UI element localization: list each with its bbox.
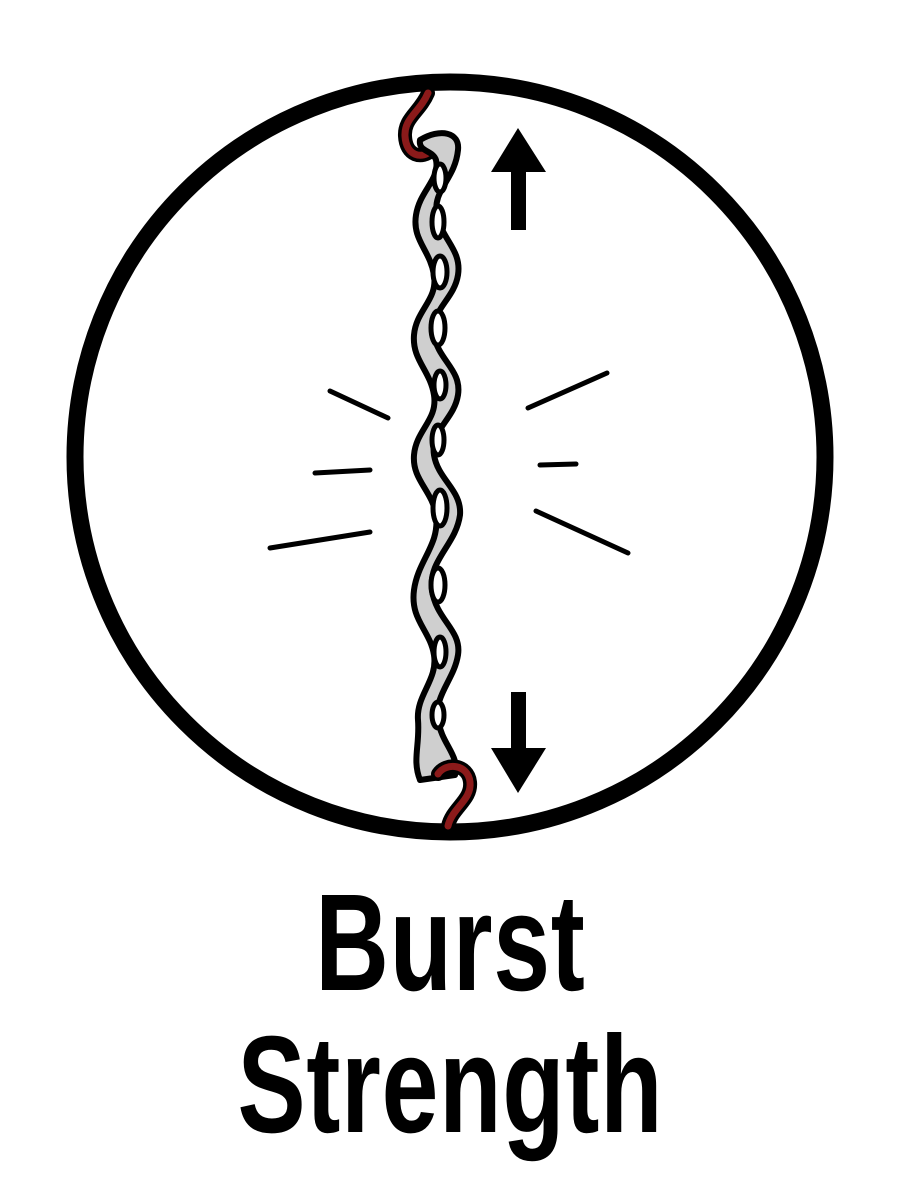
down-arrow-icon bbox=[491, 692, 546, 793]
up-arrow-icon bbox=[491, 128, 546, 230]
circle-frame bbox=[66, 73, 834, 841]
caption-line-burst: Burst bbox=[315, 866, 586, 1020]
tension-lines-left bbox=[267, 388, 391, 551]
caption-line-strength: Strength bbox=[237, 1008, 664, 1162]
tension-lines-right bbox=[525, 370, 631, 556]
burst-strength-illustration bbox=[66, 73, 834, 841]
twisted-chain bbox=[410, 130, 464, 783]
